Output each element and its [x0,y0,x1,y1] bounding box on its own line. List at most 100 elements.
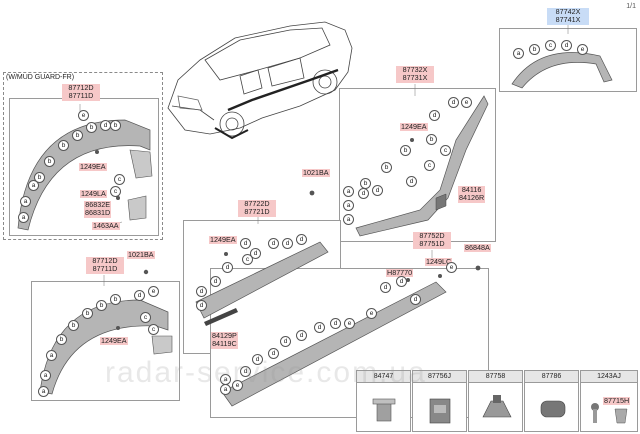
part-number-87751d: 87751D [413,239,451,249]
callout-c: c [148,324,159,335]
part-number-87752d: 87752D [413,231,451,241]
door-molding-clip-piece [435,193,447,211]
part-number-87711d-lower: 87711D [86,264,124,274]
thumb-84747: 84747 [356,370,411,432]
callout-c: c [242,254,253,265]
front-door-molding [355,95,489,237]
part-number-1249ea-lower: 1249EA [100,336,128,346]
callout-a: a [513,48,524,59]
callout-e: e [446,262,457,273]
side-sill-molding [221,281,447,407]
callout-d: d [561,40,572,51]
callout-d: d [448,97,459,108]
callout-b: b [96,300,107,311]
part-number-front-door: 87732X 87731X [396,65,434,83]
callout-c: c [440,145,451,156]
thumb-1243aj: 1243AJ 87715H [580,370,638,432]
callout-d: d [296,330,307,341]
callout-a: a [40,370,51,381]
callout-c: c [110,186,121,197]
callout-b: b [34,172,45,183]
part-number-84129p-84119c: 84129P 84119C [211,331,238,349]
callout-b: b [56,334,67,345]
callout-d: d [240,366,251,377]
callout-b: b [58,140,69,151]
part-number-rear-arch: 87742X 87741X [547,7,589,25]
callout-d: d [429,110,440,121]
callout-a: a [220,374,231,385]
center-molding-strip [204,308,238,326]
rear-wheel-arch-molding [511,52,613,89]
part-number-87715h: 87715H [603,396,631,406]
part-number-1249ea-front: 1249EA [79,162,107,172]
callout-e: e [577,44,588,55]
callout-d: d [250,248,261,259]
front-wheel-arch-molding [17,119,151,231]
thumb-87756j: 87756J [412,370,467,432]
callout-b: b [426,134,437,145]
callout-d: d [222,262,233,273]
part-number-86848a: 86848A [464,243,491,253]
mud-guard-flap [127,195,147,221]
callout-b: b [529,44,540,55]
part-number-1249lc: 1249LC [425,257,453,267]
part-number-87722d: 87722D [238,199,276,209]
callout-d: d [240,238,251,249]
callout-d: d [380,282,391,293]
callout-d: d [406,176,417,187]
callout-a: a [28,180,39,191]
callout-b: b [400,145,411,156]
callout-d: d [372,185,383,196]
callout-a: a [18,212,29,223]
callout-d: d [280,336,291,347]
mud-guard-bracket [129,149,153,179]
mud-guard-label: (W/MUD GUARD-FR) [6,74,75,81]
part-number-87741x: 87741X [547,15,589,25]
callout-d: d [134,290,145,301]
callout-b: b [44,156,55,167]
part-number-87731x: 87731X [396,73,434,83]
page-indicator: 1/1 [626,3,636,10]
part-number-center: 87722D 87721D [238,199,276,217]
lower-arch-bracket [151,335,173,355]
callout-c: c [114,174,125,185]
part-number-87712d: 87712D [62,83,100,93]
part-number-h87770: H87770 [386,268,414,278]
callout-d: d [410,294,421,305]
callout-a: a [343,214,354,225]
car-illustration [167,21,353,140]
callout-b: b [110,294,121,305]
callout-b: b [72,130,83,141]
callout-e: e [78,110,89,121]
part-number-87732x: 87732X [396,65,434,75]
callout-e: e [232,380,243,391]
callout-b: b [86,122,97,133]
callout-d: d [282,238,293,249]
callout-a: a [220,384,231,395]
part-number-87712d-lower: 87712D [86,256,124,266]
callout-a: a [46,350,57,361]
fastener-thumbnails: 84747 87756J 87758 87786 1243AJ 87715H [356,370,638,432]
callout-a: a [343,186,354,197]
callout-e: e [344,318,355,329]
callout-d: d [196,286,207,297]
callout-c: c [140,312,151,323]
callout-a: a [20,196,31,207]
callout-b: b [110,120,121,131]
callout-c: c [424,160,435,171]
callout-d: d [196,300,207,311]
part-number-1021ba-lower: 1021BA [127,250,155,260]
callout-d: d [358,188,369,199]
callout-a: a [38,386,49,397]
part-number-87742x: 87742X [547,7,589,17]
part-number-86832e-86831d: 86832E 86831D [84,200,112,218]
callout-e: e [366,308,377,319]
mud-guard-group-border [3,72,163,240]
callout-b: b [68,320,79,331]
callout-a: a [343,200,354,211]
callout-d: d [396,276,407,287]
part-number-1249ea-door: 1249EA [400,122,428,132]
callout-d: d [268,238,279,249]
part-number-lower-left: 87712D 87711D [86,256,124,274]
center-door-molding [195,241,329,319]
